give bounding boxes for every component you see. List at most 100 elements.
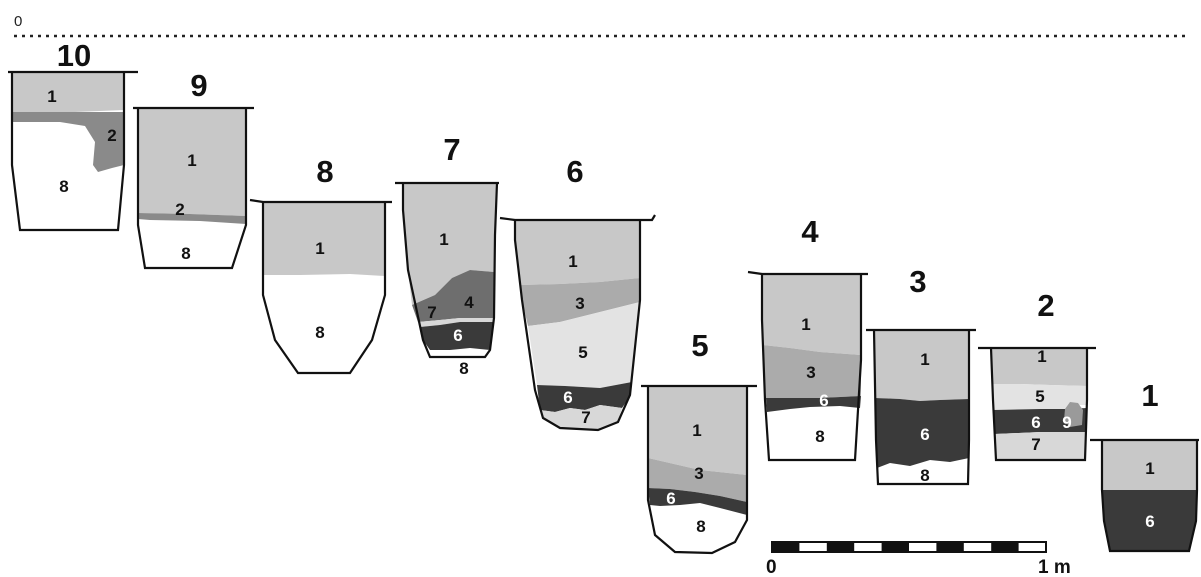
- pit-5: 5 1 3 6 8: [641, 328, 757, 555]
- layer-1: [991, 348, 1087, 386]
- scale-bar-segment: [881, 542, 909, 552]
- layer-label: 6: [563, 388, 572, 407]
- layer-label: 1: [801, 315, 810, 334]
- layer-6: [537, 382, 632, 412]
- pit-outline: [249, 198, 392, 375]
- layer-label: 8: [59, 177, 68, 196]
- layer-6: [420, 322, 494, 350]
- layer-label: 8: [459, 359, 468, 378]
- scale-end-label: 1 m: [1038, 557, 1071, 577]
- layer-label: 2: [175, 200, 184, 219]
- layer-label: 1: [439, 230, 448, 249]
- layer-label: 6: [920, 425, 929, 444]
- layer-label: 1: [692, 421, 701, 440]
- layer-7: [540, 405, 622, 430]
- layer-label: 1: [315, 239, 324, 258]
- pit-2: 2 1 5 6 9 7: [978, 288, 1096, 462]
- layer-label: 8: [315, 323, 324, 342]
- pit-label: 8: [316, 154, 333, 189]
- scale-bar-segment: [936, 542, 964, 552]
- pit-outline: [866, 328, 976, 486]
- pit-outline: [641, 384, 757, 555]
- pit-10: 10 1 2 8: [8, 38, 138, 232]
- pit-outline: [978, 346, 1096, 462]
- pit-label: 7: [443, 132, 460, 167]
- layer-label: 2: [107, 126, 116, 145]
- layer-4: [412, 270, 494, 322]
- layer-label: 1: [1145, 459, 1154, 478]
- layer-1: [1102, 440, 1197, 490]
- pit-4: 4 1 3 6 8: [747, 214, 868, 462]
- layer-1: [403, 183, 497, 305]
- pit-7: 7 1 4 7 6 8: [395, 132, 499, 378]
- layer-1: [762, 274, 861, 355]
- pit-outline: [133, 106, 254, 270]
- scale-bar-segment: [991, 542, 1019, 552]
- layer-label: 1: [1037, 347, 1046, 366]
- layer-label: 3: [694, 464, 703, 483]
- layer-6: [648, 488, 747, 515]
- pit-outline: [395, 181, 499, 359]
- layer-5: [528, 302, 640, 388]
- pit-label: 10: [57, 38, 91, 73]
- layer-label: 8: [696, 517, 705, 536]
- layer-6: [766, 396, 861, 412]
- layer-label: 3: [806, 363, 815, 382]
- pit-label: 4: [801, 214, 819, 249]
- layer-3: [520, 278, 640, 326]
- layer-label: 7: [427, 303, 436, 322]
- datum-label: 0: [14, 13, 22, 30]
- layer-label: 3: [575, 294, 584, 313]
- layer-7: [418, 318, 494, 327]
- layer-5: [992, 384, 1087, 410]
- layer-1: [263, 202, 385, 276]
- layer-label: 8: [815, 427, 824, 446]
- pit-label: 9: [190, 68, 207, 103]
- layer-label: 8: [920, 466, 929, 485]
- pit-label: 2: [1037, 288, 1054, 323]
- layer-6: [1102, 490, 1197, 551]
- pit-label: 6: [566, 154, 583, 189]
- pit-outline: [747, 270, 868, 462]
- pit-label: 5: [691, 328, 708, 363]
- layer-label: 7: [1031, 435, 1040, 454]
- layer-6: [993, 408, 1087, 434]
- layer-1: [874, 330, 969, 401]
- layer-label: 8: [181, 244, 190, 263]
- pit-label: 1: [1141, 378, 1158, 413]
- scale-start-label: 0: [766, 557, 777, 577]
- layer-label: 6: [666, 489, 675, 508]
- layer-label: 1: [47, 87, 56, 106]
- pit-9: 9 1 2 8: [133, 68, 254, 270]
- scale-bar-segments: [772, 542, 1019, 552]
- layer-7: [995, 432, 1086, 460]
- layer-label: 7: [581, 408, 590, 427]
- layer-label: 6: [1145, 512, 1154, 531]
- layer-label: 6: [1031, 413, 1040, 432]
- layer-label: 6: [819, 391, 828, 410]
- pit-outline: [1090, 438, 1199, 553]
- layer-1: [515, 220, 640, 285]
- layer-3: [648, 458, 747, 502]
- layer-9: [1064, 402, 1083, 427]
- scale-bar-segment: [826, 542, 855, 552]
- layer-label: 5: [578, 343, 587, 362]
- layer-label: 4: [464, 293, 474, 312]
- pit-3: 3 1 6 8: [866, 264, 976, 486]
- pit-outline: [499, 214, 656, 432]
- layer-6: [875, 398, 969, 468]
- layer-label: 1: [920, 350, 929, 369]
- layer-1: [648, 386, 747, 475]
- layer-1: [12, 72, 124, 112]
- layer-1: [138, 108, 246, 216]
- layer-2: [12, 112, 124, 172]
- pit-8: 8 1 8: [249, 154, 392, 375]
- pit-6: 6 1 3 5 6 7: [499, 154, 656, 432]
- layer-label: 5: [1035, 387, 1044, 406]
- scale-bar-segment: [772, 542, 800, 552]
- layer-label: 6: [453, 326, 462, 345]
- pit-1: 1 1 6: [1090, 378, 1199, 553]
- layer-label: 1: [187, 151, 196, 170]
- pit-outline: [8, 70, 138, 232]
- datum: 0: [14, 13, 1185, 38]
